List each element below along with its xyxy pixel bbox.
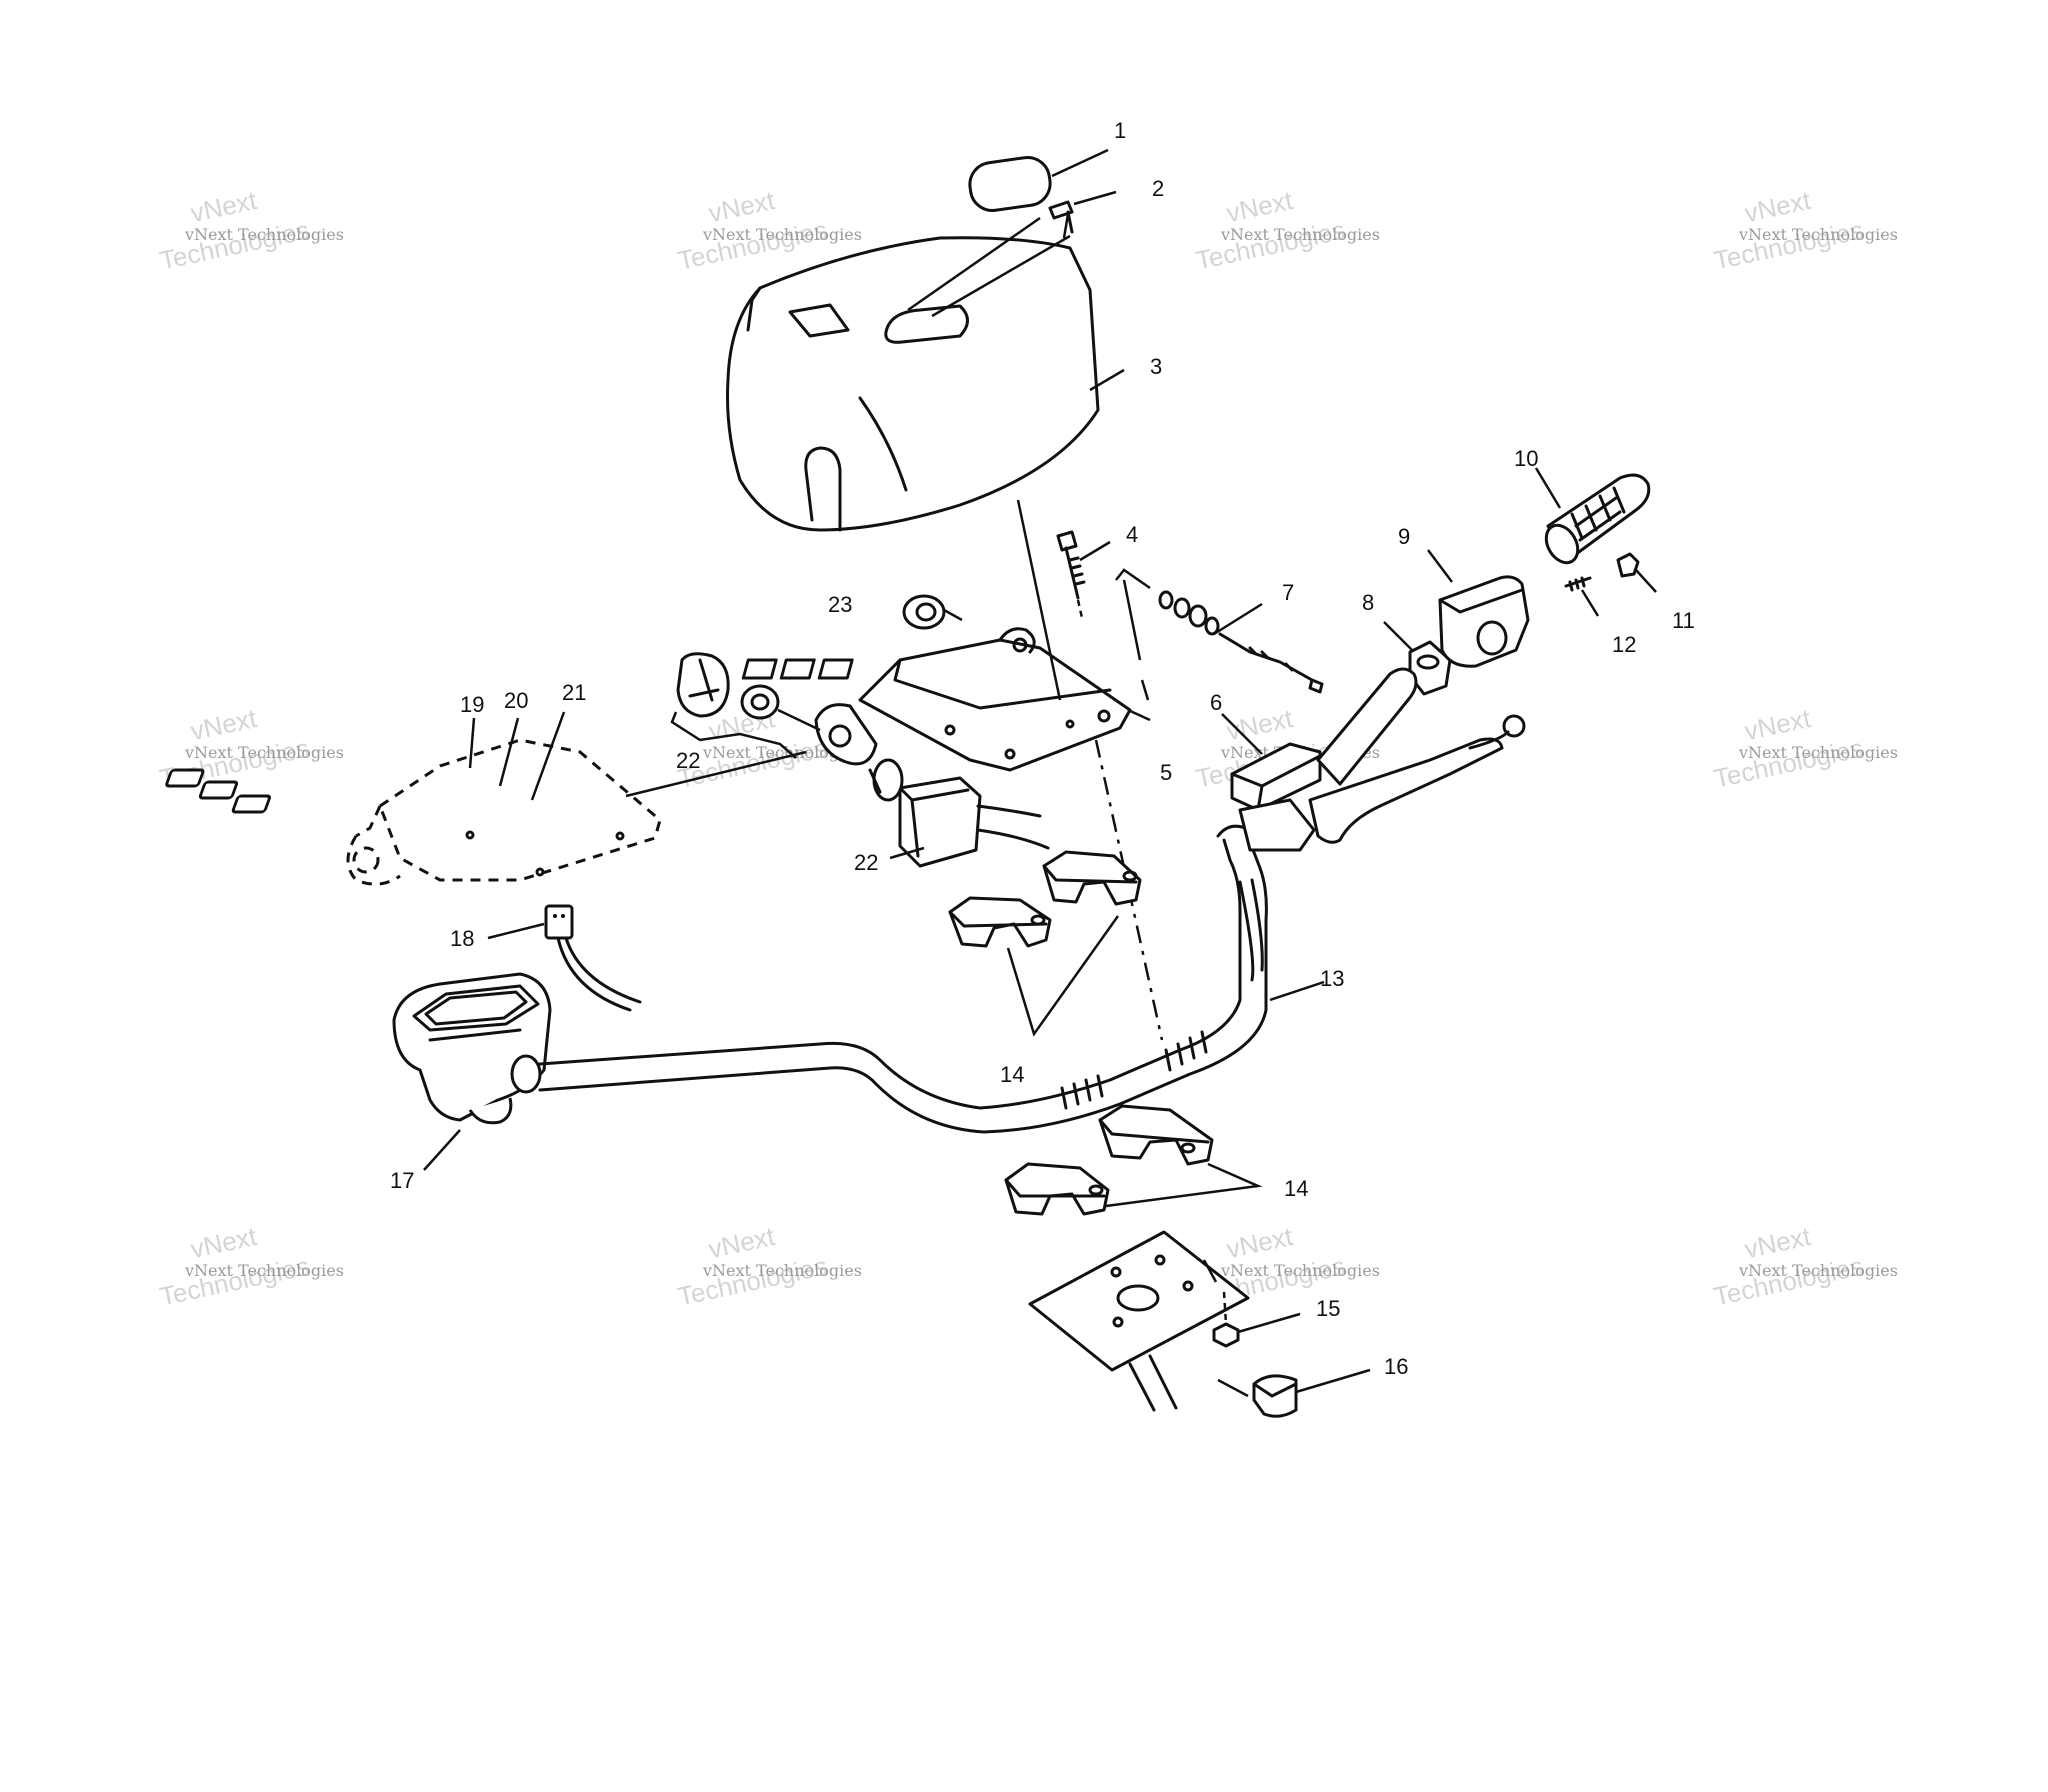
part-end-cap — [1616, 552, 1657, 593]
part-grommet — [902, 594, 963, 630]
leader-14-lower — [1105, 1162, 1263, 1208]
part-left-switch-housing — [392, 972, 552, 1171]
svg-text:vNext Technologies: vNext Technologies — [702, 1261, 862, 1280]
part-ignition-switch — [868, 758, 1050, 868]
callout-11: 11 — [1672, 608, 1695, 633]
callout-17: 17 — [390, 1168, 414, 1193]
callout-7: 7 — [1282, 580, 1294, 605]
svg-text:vNext Technologies: vNext Technologies — [1738, 225, 1898, 244]
svg-text:vNext: vNext — [1224, 1221, 1296, 1264]
callout-10: 10 — [1514, 446, 1538, 471]
part-lower-clamp-b — [1098, 1104, 1214, 1166]
callout-21: 21 — [562, 680, 586, 705]
callout-23: 23 — [828, 592, 852, 617]
part-grip — [1534, 467, 1651, 565]
svg-text:vNext Technologies: vNext Technologies — [184, 1261, 344, 1280]
callout-1: 1 — [1114, 118, 1126, 143]
callout-15: 15 — [1316, 1296, 1340, 1321]
svg-text:vNext Technologies: vNext Technologies — [1220, 1261, 1380, 1280]
leader-14-upper — [1006, 915, 1120, 1037]
part-brake-master-cylinder — [1221, 713, 1526, 852]
svg-text:vNext Technologies: vNext Technologies — [184, 743, 344, 762]
callout-3: 3 — [1150, 354, 1162, 379]
svg-text:vNext: vNext — [706, 1221, 778, 1264]
svg-text:vNext: vNext — [188, 185, 260, 228]
callout-16: 16 — [1384, 1354, 1408, 1379]
svg-text:Technologies: Technologies — [1711, 1251, 1866, 1312]
svg-text:vNext: vNext — [188, 703, 260, 746]
svg-text:Technologies: Technologies — [157, 215, 312, 276]
part-throttle-tube — [1316, 667, 1418, 786]
part-bolt — [1056, 530, 1086, 619]
svg-text:vNext: vNext — [1224, 703, 1296, 746]
svg-text:vNext: vNext — [1742, 185, 1814, 228]
part-throttle-housing — [1427, 549, 1530, 668]
leader-shaft — [1202, 1259, 1218, 1283]
part-decal — [968, 156, 1052, 212]
callout-14-upper: 14 — [1000, 1062, 1024, 1087]
callout-8: 8 — [1362, 590, 1374, 615]
svg-text:Technologies: Technologies — [675, 1251, 830, 1312]
callout-2: 2 — [1152, 176, 1164, 201]
svg-text:vNext: vNext — [706, 185, 778, 228]
svg-text:vNext: vNext — [1224, 185, 1296, 228]
svg-text:vNext Technologies: vNext Technologies — [702, 225, 862, 244]
svg-text:vNext Technologies: vNext Technologies — [1738, 1261, 1898, 1280]
svg-text:Technologies: Technologies — [1711, 215, 1866, 276]
part-steering-post-plate — [1028, 1230, 1250, 1412]
svg-text:vNext Technologies: vNext Technologies — [1220, 225, 1380, 244]
svg-text:Technologies: Technologies — [1193, 215, 1348, 276]
callout-22-upper: 22 — [676, 748, 700, 773]
svg-text:Technologies: Technologies — [675, 215, 830, 276]
svg-text:vNext: vNext — [188, 1221, 260, 1264]
callout-4: 4 — [1126, 522, 1138, 547]
part-lower-clamp-a — [1004, 1162, 1110, 1216]
part-handlebar — [538, 824, 1325, 1134]
part-connector — [487, 904, 642, 1012]
callout-22-lower: 22 — [854, 850, 878, 875]
part-throttle-cable — [1115, 568, 1324, 701]
part-cable-clamp — [1217, 1368, 1371, 1418]
svg-text:vNext Technologies: vNext Technologies — [1738, 743, 1898, 762]
part-headlight-cover — [726, 213, 1100, 532]
callout-6: 6 — [1210, 690, 1222, 715]
callouts: 1 2 3 4 5 6 7 8 9 10 11 12 13 14 14 15 1… — [390, 118, 1695, 1379]
callout-13: 13 — [1320, 966, 1344, 991]
callout-9: 9 — [1398, 524, 1410, 549]
svg-text:Technologies: Technologies — [1711, 733, 1866, 794]
part-mount-plate — [741, 499, 1164, 1041]
svg-text:Technologies: Technologies — [157, 1251, 312, 1312]
svg-text:vNext: vNext — [1742, 703, 1814, 746]
callout-20: 20 — [504, 688, 528, 713]
part-upper-clamp-a — [948, 896, 1052, 948]
part-screw-throttle — [1564, 576, 1600, 617]
part-nut — [1212, 1291, 1301, 1348]
part-key-switch — [676, 652, 821, 732]
svg-text:vNext Technologies: vNext Technologies — [702, 743, 862, 762]
callout-18: 18 — [450, 926, 474, 951]
callout-12: 12 — [1612, 632, 1636, 657]
svg-text:vNext Technologies: vNext Technologies — [184, 225, 344, 244]
bracket-22 — [670, 711, 797, 759]
part-upper-clamp-b — [1042, 850, 1142, 906]
svg-text:vNext: vNext — [1742, 1221, 1814, 1264]
callout-19: 19 — [460, 692, 484, 717]
callout-5: 5 — [1160, 760, 1172, 785]
part-switch-panel — [165, 711, 807, 886]
callout-14-lower: 14 — [1284, 1176, 1308, 1201]
